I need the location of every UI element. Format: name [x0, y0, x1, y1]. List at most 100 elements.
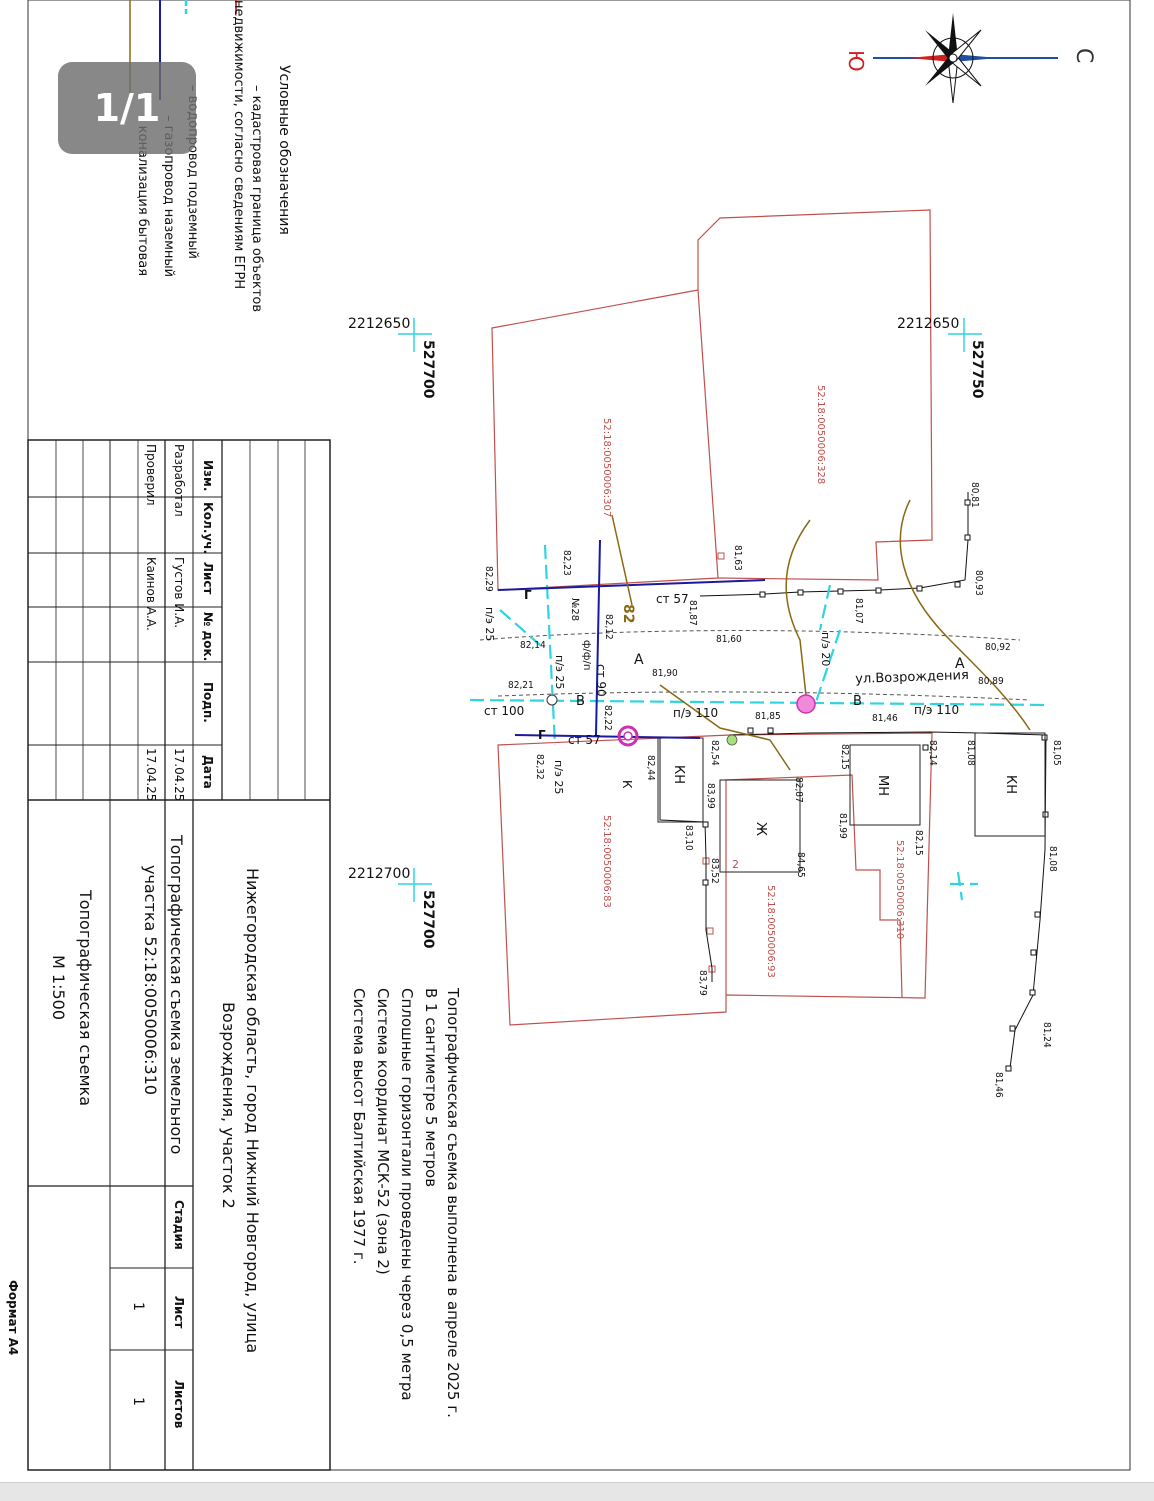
- elev: 82,44: [645, 755, 656, 781]
- elev: 82,14: [927, 740, 938, 766]
- tb-checker: Каинов А.А.: [144, 557, 158, 631]
- lane-label-v1: В: [576, 694, 585, 709]
- well-number: №28: [569, 598, 580, 622]
- lane-label-a1: А: [634, 652, 644, 668]
- survey-note-2: В 1 сантиметре 5 метров: [422, 988, 440, 1188]
- survey-note-1: Топографическая съемка выполнена в апрел…: [444, 988, 462, 1418]
- elev: 83,52: [709, 858, 720, 884]
- parcel-label-93: 52:18:0050006:93: [765, 885, 776, 978]
- parcel-label-307: 52:18:0050006:307: [601, 418, 612, 518]
- elev: 81,07: [853, 598, 864, 624]
- contour-label: 82: [620, 604, 636, 624]
- elev: 82,15: [839, 744, 850, 770]
- survey-note-5: Система высот Балтийская 1977 г.: [350, 988, 368, 1265]
- elev: 82,32: [534, 754, 545, 780]
- tb-stage-label: Стадия: [172, 1200, 186, 1250]
- utility-wells: [546, 694, 816, 747]
- elev: 80,93: [973, 570, 984, 596]
- elev: 81,63: [732, 545, 743, 571]
- grid-label-tr-y: 527750: [969, 340, 985, 399]
- elev: 81,24: [1041, 1022, 1052, 1048]
- tb-doc-title-line1: Топографическая съемка земельного: [167, 835, 186, 1155]
- pipe-label-st90: ст 90: [594, 664, 608, 697]
- page-indicator: 1/1: [58, 62, 196, 154]
- title-block: [27, 439, 331, 1471]
- fp-label: ф/ф/п: [581, 640, 592, 671]
- elev: 83,79: [697, 970, 708, 996]
- cadastral-boundaries: [491, 209, 933, 1026]
- building-zh: Ж: [753, 822, 768, 837]
- elev: 81,05: [1051, 740, 1062, 766]
- elev: 81,08: [965, 740, 976, 766]
- pipe-label-g2: Г: [538, 728, 546, 742]
- tb-doc-title-line2: участка 52:18:0050006:310: [141, 865, 160, 1096]
- pipe-label-k: К: [620, 780, 634, 789]
- elev: 82,12: [603, 614, 614, 640]
- viewer-bottom-bar: [0, 1482, 1154, 1501]
- elev: 81,60: [716, 634, 742, 645]
- tb-header-data: Дата: [201, 755, 215, 789]
- tb-header-izm: Изм.: [201, 460, 215, 492]
- pipe-label-st100: ст 100: [484, 704, 525, 718]
- pipe-label-pe110b: п/э 110: [914, 703, 960, 717]
- building-kn-east: КН: [1003, 775, 1018, 795]
- buildings: [657, 732, 1046, 873]
- pipe-label-st57a: ст 57: [656, 592, 689, 606]
- elev: 84,65: [795, 852, 806, 878]
- tb-drawing-title: Топографическая съемка: [76, 890, 95, 1107]
- elev: 81,46: [872, 713, 898, 724]
- tb-sheet: 1: [130, 1302, 146, 1311]
- pipe-label-pe25c: п/э 25: [552, 760, 565, 795]
- water-pipe: [469, 544, 1051, 901]
- fence-points: [702, 499, 1049, 1072]
- elev: 81,08: [1047, 846, 1058, 872]
- elev: 82,22: [602, 705, 613, 731]
- tb-header-koluch: Кол.уч.: [201, 502, 215, 555]
- elev: 80,89: [978, 676, 1004, 687]
- survey-note-3: Сплошные горизонтали проведены через 0,5…: [398, 988, 416, 1401]
- compass-south-label: Ю: [844, 50, 868, 72]
- pipe-label-g1: Г: [524, 588, 532, 602]
- elev: 82,14: [520, 640, 546, 651]
- grid-crosses: [398, 318, 982, 902]
- grid-label-tl-x: 2212650: [348, 316, 411, 332]
- pipe-label-st57b: ст 57: [568, 733, 601, 747]
- compass-rose: [873, 13, 1058, 104]
- elev: 82,23: [561, 550, 572, 576]
- tb-sheets-label: Листов: [172, 1380, 186, 1429]
- elev: 81,90: [652, 668, 678, 679]
- elev: 80,81: [969, 482, 980, 508]
- elev: 80,92: [985, 642, 1011, 653]
- tb-scale: М 1:500: [49, 955, 68, 1020]
- grid-label-bl-y: 527700: [420, 890, 436, 949]
- elev: 83,10: [683, 825, 694, 851]
- elev: 83,99: [705, 783, 716, 809]
- elev: 82,87: [793, 777, 804, 803]
- compass-north-label: С: [1071, 48, 1096, 64]
- lane-label-a2: А: [955, 656, 965, 672]
- elev: 81,99: [837, 813, 848, 839]
- elev: 82,21: [508, 680, 534, 691]
- pipe-label-pe25a: п/э 25: [483, 607, 496, 642]
- tb-developer: Густов И.А.: [172, 557, 186, 629]
- tb-address-line2: Возрождения, участок 2: [219, 1002, 238, 1209]
- pipe-label-pe110a: п/э 110: [673, 706, 719, 720]
- parcel-label-310: 52:18:0050006:310: [894, 840, 905, 940]
- parcel-label-83: 52:18:0050006:83: [601, 815, 612, 908]
- tb-header-list: Лист: [201, 562, 215, 595]
- legend-item-cadastral: – кадастровая граница объектов: [249, 85, 264, 313]
- pipe-label-pe20: п/э 20: [819, 632, 832, 667]
- lane-label-v2: В: [853, 694, 862, 709]
- parcel-label-328: 52:18:0050006:328: [815, 385, 826, 485]
- grid-label-bl-x: 2212700: [348, 866, 411, 882]
- tb-developer-date: 17.04.25: [172, 748, 186, 802]
- legend-title: Условные обозначения: [276, 65, 292, 235]
- tb-address-line1: Нижегородская область, город Нижний Новг…: [243, 868, 262, 1354]
- pipe-label-pe25b: п/э 25: [553, 655, 566, 690]
- point-label-2: 2: [732, 858, 739, 871]
- elev: 82,15: [913, 830, 924, 856]
- building-kn-west: КН: [671, 765, 686, 785]
- elev: 82,54: [709, 740, 720, 766]
- elev: 81,85: [755, 711, 781, 722]
